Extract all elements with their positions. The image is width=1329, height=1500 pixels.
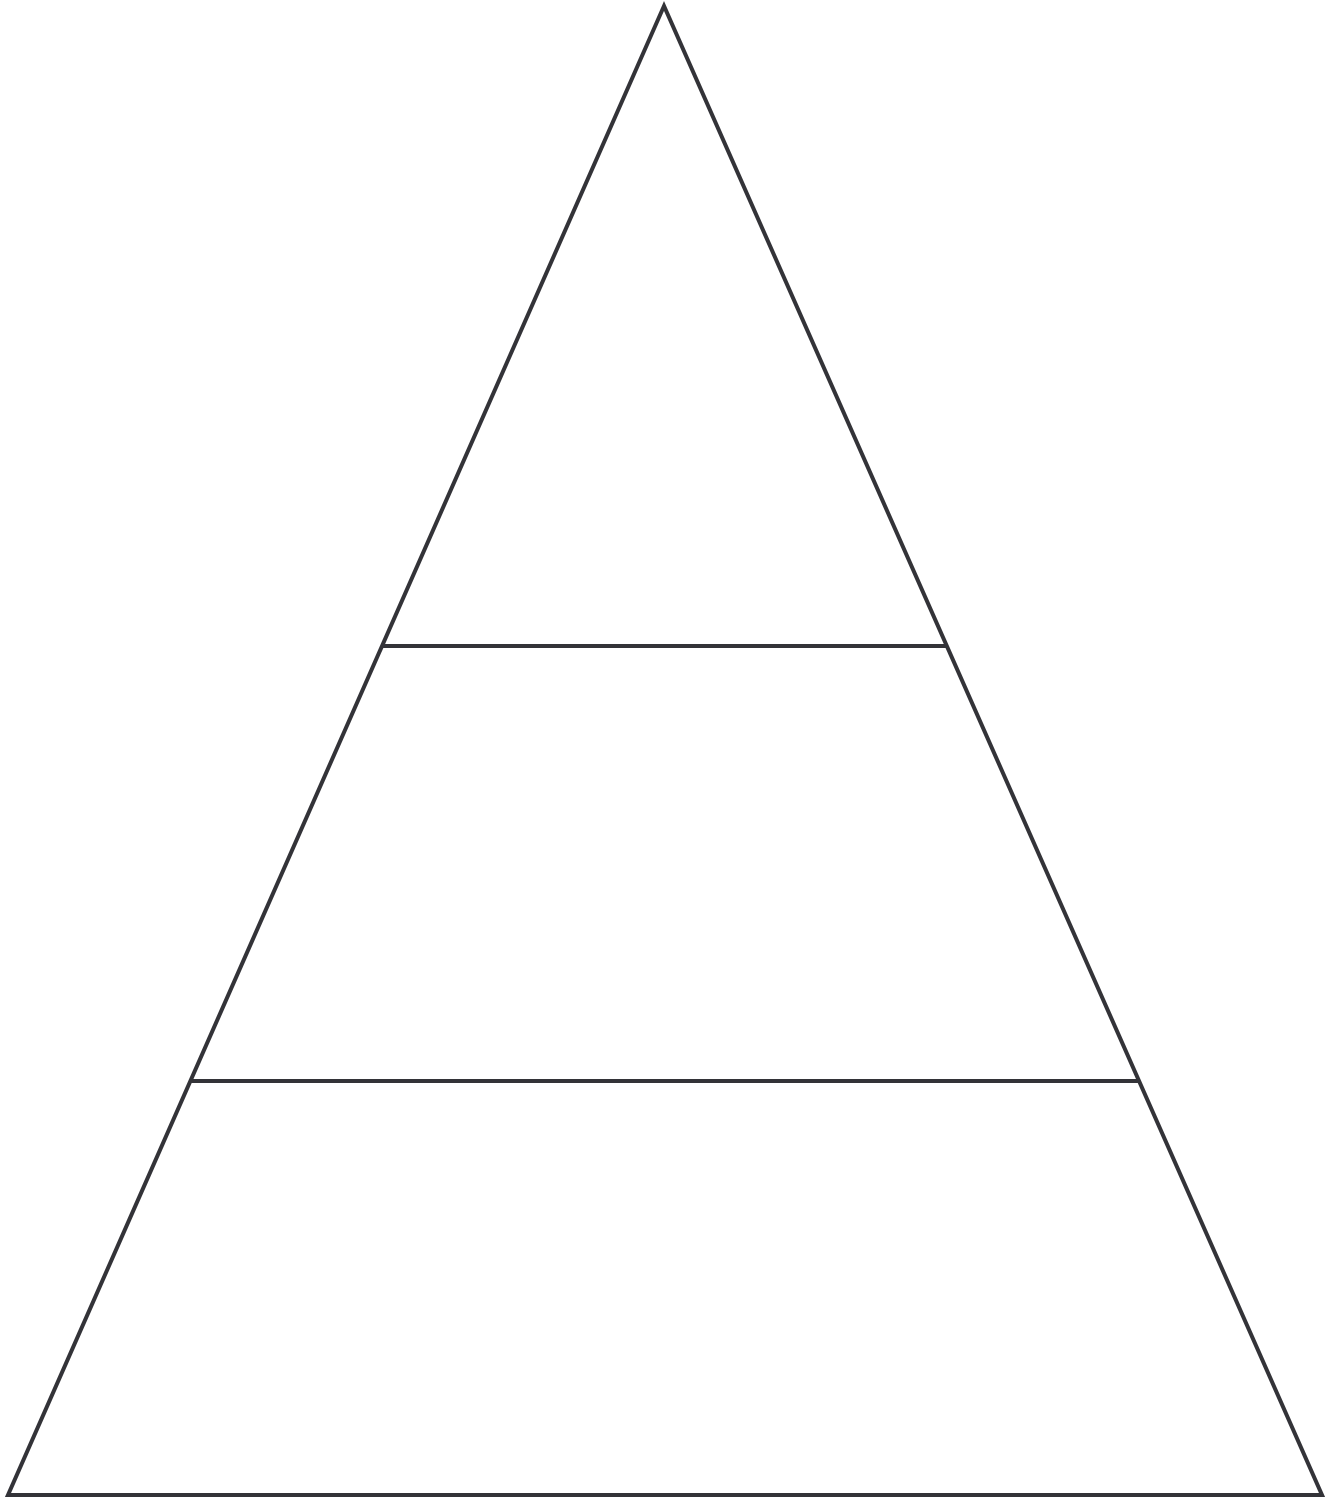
pyramid-outline: [4, 1, 1326, 1497]
